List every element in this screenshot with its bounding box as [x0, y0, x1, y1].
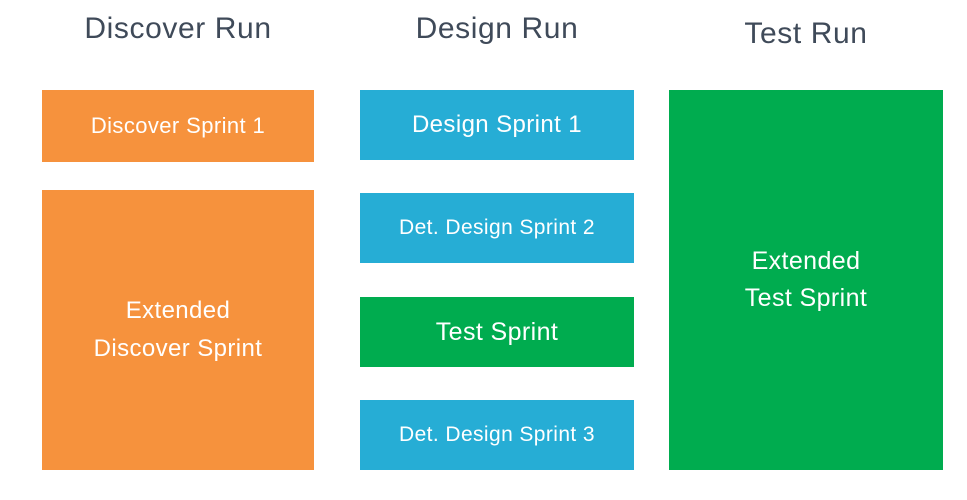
box-extended-discover-sprint: Extended Discover Sprint [42, 190, 314, 470]
box-extended-test-sprint: Extended Test Sprint [669, 90, 943, 470]
column-header-test-run: Test Run [744, 17, 868, 50]
box-design-sprint-1: Design Sprint 1 [360, 90, 634, 160]
column-header-design-run: Design Run [415, 12, 579, 45]
box-discover-sprint-1: Discover Sprint 1 [42, 90, 314, 162]
column-header-discover-run: Discover Run [84, 12, 272, 45]
box-det-design-sprint-3: Det. Design Sprint 3 [360, 400, 634, 470]
box-det-design-sprint-2: Det. Design Sprint 2 [360, 193, 634, 263]
box-test-sprint: Test Sprint [360, 297, 634, 367]
